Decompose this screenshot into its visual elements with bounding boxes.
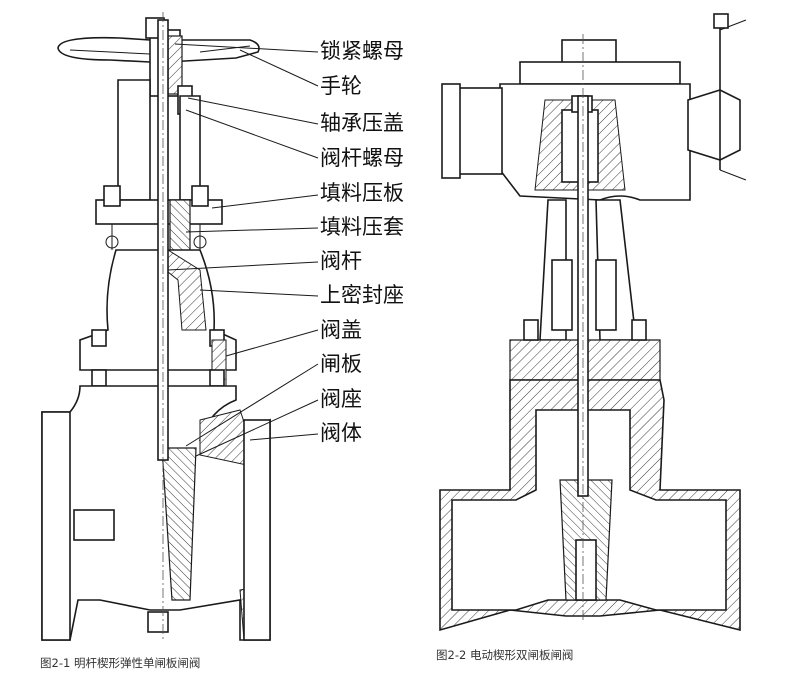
caption-figure1: 图2-1 明杆楔形弹性单闸板闸阀	[40, 656, 200, 670]
figure2-drawing	[439, 13, 747, 632]
label-stem-nut: 阀杆螺母	[320, 146, 404, 170]
label-handwheel: 手轮	[320, 74, 362, 98]
label-valve-seat: 阀座	[320, 387, 362, 411]
label-packing-gland-plate: 填料压板	[320, 181, 404, 205]
figure1-labels: 锁紧螺母 手轮 轴承压盖 阀杆螺母 填料压板 填料压套 阀杆 上密封座 阀盖 闸…	[320, 39, 404, 445]
label-upper-seal-seat: 上密封座	[320, 283, 404, 307]
label-lock-nut: 锁紧螺母	[320, 39, 404, 63]
caption-figure2: 图2-2 电动楔形双闸板闸阀	[436, 648, 573, 662]
label-bearing-cover: 轴承压盖	[320, 111, 404, 135]
label-gate-disc: 闸板	[320, 352, 362, 376]
figure1-drawing	[41, 12, 271, 641]
label-packing-gland-sleeve: 填料压套	[320, 215, 404, 239]
label-valve-body: 阀体	[320, 421, 362, 445]
leader-lines	[167, 43, 319, 457]
label-bonnet: 阀盖	[320, 318, 362, 342]
label-stem: 阀杆	[320, 249, 362, 273]
